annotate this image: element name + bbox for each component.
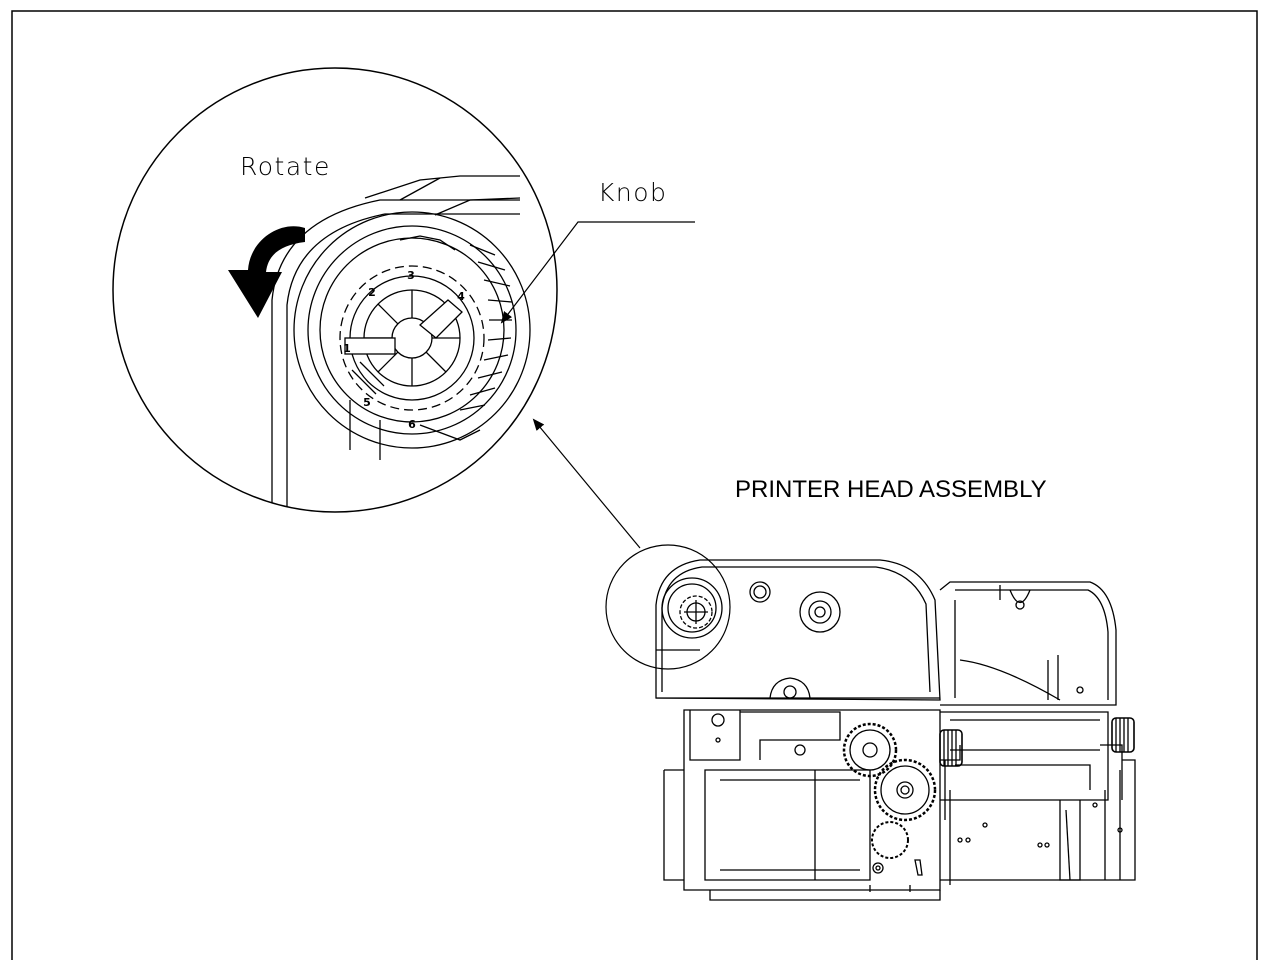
detail-connector-arrow — [532, 418, 641, 549]
knob-leader-line — [500, 221, 695, 324]
curved-arrow-icon — [228, 226, 305, 318]
zoom-circle — [112, 67, 558, 513]
zoom-detail: 3 4 2 1 5 6 — [112, 67, 558, 513]
dial-number: 2 — [368, 286, 376, 299]
printer-head-assembly — [655, 559, 1136, 901]
dial-number: 3 — [407, 269, 415, 282]
dial-number: 4 — [457, 290, 465, 303]
assembly-title: PRINTER HEAD ASSEMBLY — [735, 476, 1047, 503]
knob-ribs — [399, 235, 513, 411]
dial-number: 1 — [343, 342, 351, 355]
knob-label: Knob — [598, 178, 667, 207]
page-frame — [11, 10, 1258, 960]
dial-number: 5 — [363, 396, 371, 409]
rotate-label: Rotate — [240, 152, 331, 181]
detail-marker-circle — [605, 544, 731, 670]
dial-number: 6 — [408, 418, 416, 431]
